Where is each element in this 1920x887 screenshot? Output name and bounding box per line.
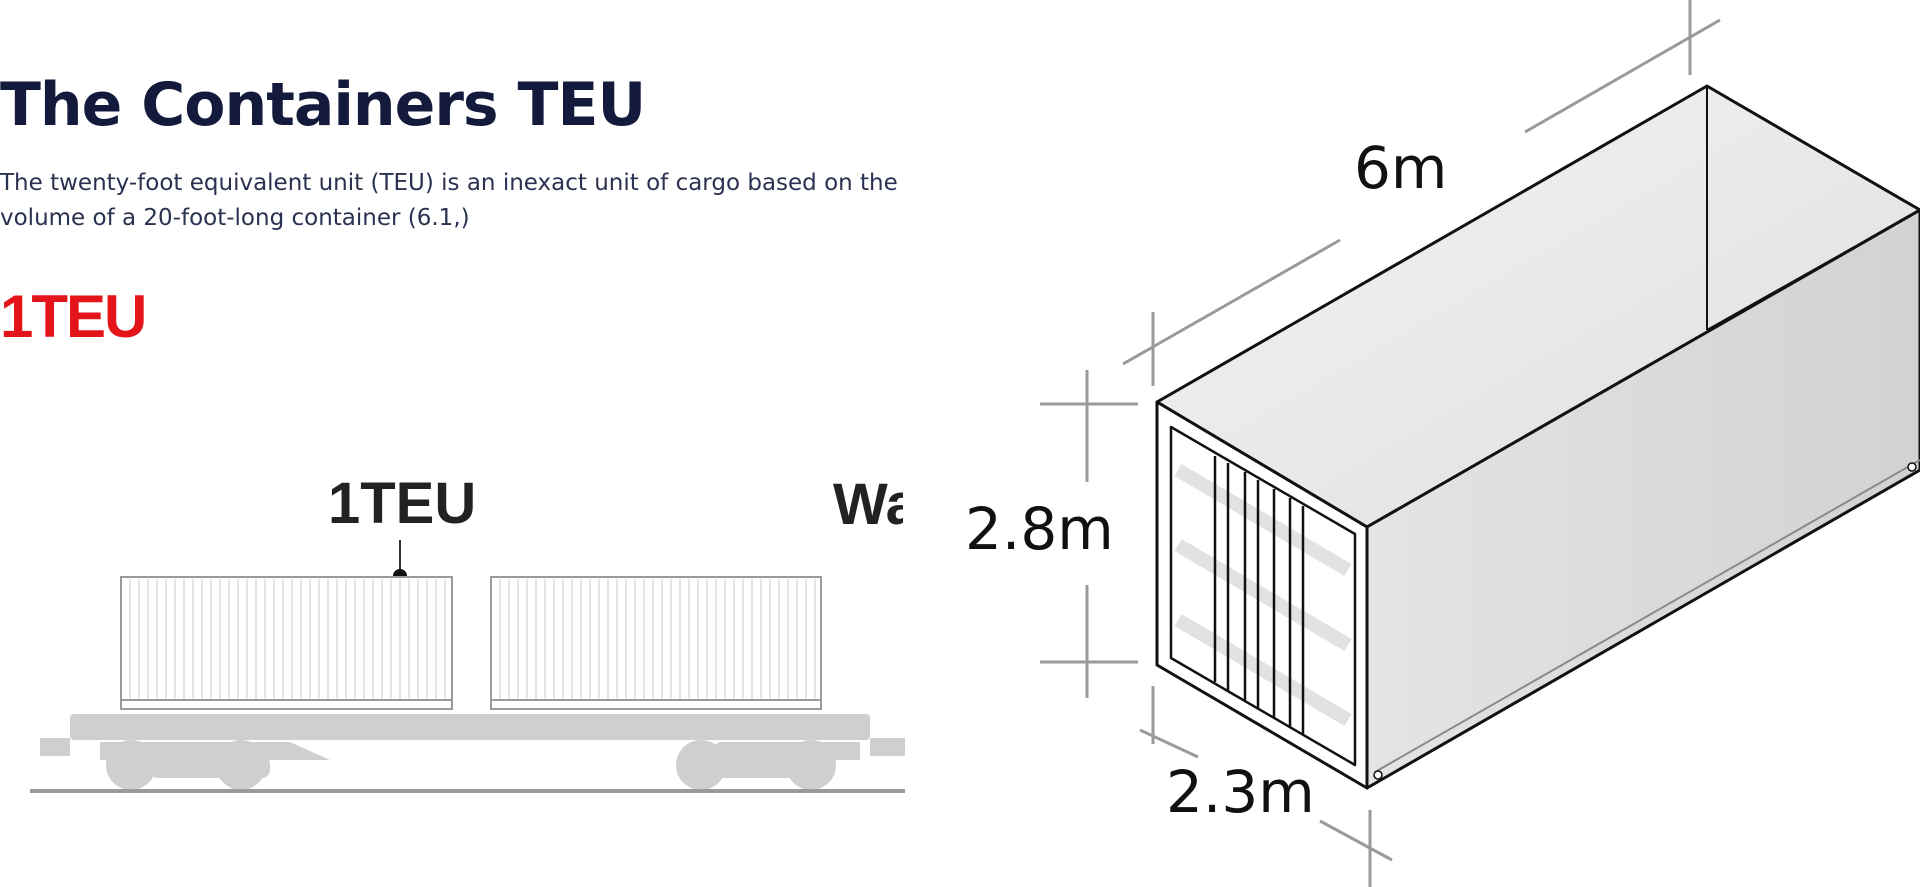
dimension-width-label: 2.3m [1166,758,1315,826]
flatcar [40,714,905,790]
train-flatcar-illustration [30,540,905,793]
clipped-label-container: Wa [833,470,903,540]
dimension-height-label: 2.8m [965,495,1114,563]
container-left [120,576,453,710]
container-3d-illustration [1040,0,1920,887]
container-right [490,576,822,710]
dimension-lines [1040,0,1721,887]
dimension-length-label: 6m [1354,134,1448,202]
train-teu-label: 1TEU [328,471,477,536]
description-text: The twenty-foot equivalent unit (TEU) is… [0,170,898,231]
clipped-label: Wa [833,472,903,537]
container-box [1155,84,1920,790]
teu-subtitle: 1TEU [0,283,147,350]
page-title: The Containers TEU [0,70,646,140]
